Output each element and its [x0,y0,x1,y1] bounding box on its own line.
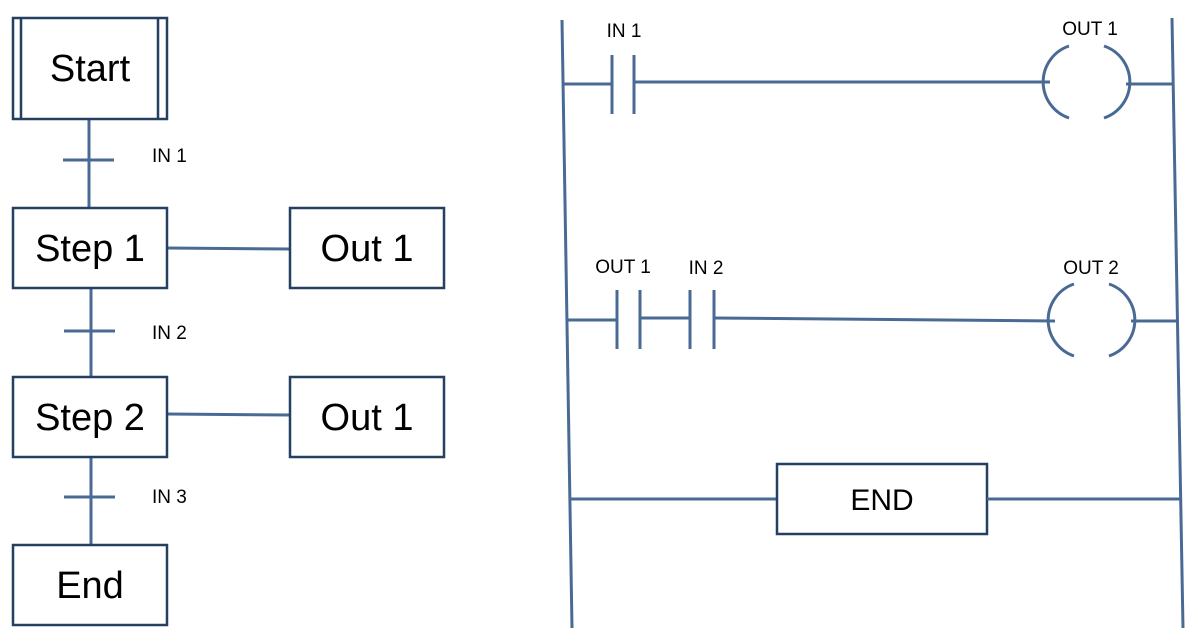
end-block [775,462,989,536]
right-power-rail [1170,17,1185,629]
transition-label-1: IN 1 [152,146,187,167]
rung-2: OUT 1 IN 2 OUT 2 [567,257,1178,358]
coil-out1-right-arc [1103,44,1132,120]
left-power-rail [560,19,574,629]
action-link-1 [166,246,291,251]
contact-out1-label: OUT 1 [595,257,651,278]
action-link-2 [166,412,291,417]
sfc-diagram: IN 1 IN 2 IN 3 Start Step 1 Step 2 End [11,16,446,627]
coil-out2-label: OUT 2 [1063,258,1119,279]
end-step: End [11,543,169,627]
transition-label-3: IN 3 [152,487,187,508]
ladder-diagram: IN 1 OUT 1 OUT 1 IN 2 OUT 2 END [560,17,1185,629]
step-1: Step 1 [11,206,169,290]
coil-out2-left-arc [1046,282,1075,358]
transition-label-2: IN 2 [152,323,187,344]
start-step: Start [11,16,169,121]
action-box-2-label: Out 1 [321,397,414,439]
coil-out1-left-arc [1041,44,1070,120]
contact-in2-label: IN 2 [689,258,724,279]
coil-out2-right-arc [1108,282,1137,358]
step-2: Step 2 [11,375,169,459]
start-step-label: Start [50,48,131,90]
rung-end: END [569,462,1181,536]
action-box-1: Out 1 [288,206,446,290]
end-step-label: End [56,565,124,607]
coil-out1-label: OUT 1 [1062,19,1118,40]
step-1-label: Step 1 [35,228,145,270]
action-box-2: Out 1 [288,375,446,459]
action-box-1-label: Out 1 [321,228,414,270]
step-2-label: Step 2 [35,397,145,439]
contact-in1-label: IN 1 [607,21,642,42]
rung-1: IN 1 OUT 1 [563,19,1174,120]
end-block-label: END [850,484,913,517]
